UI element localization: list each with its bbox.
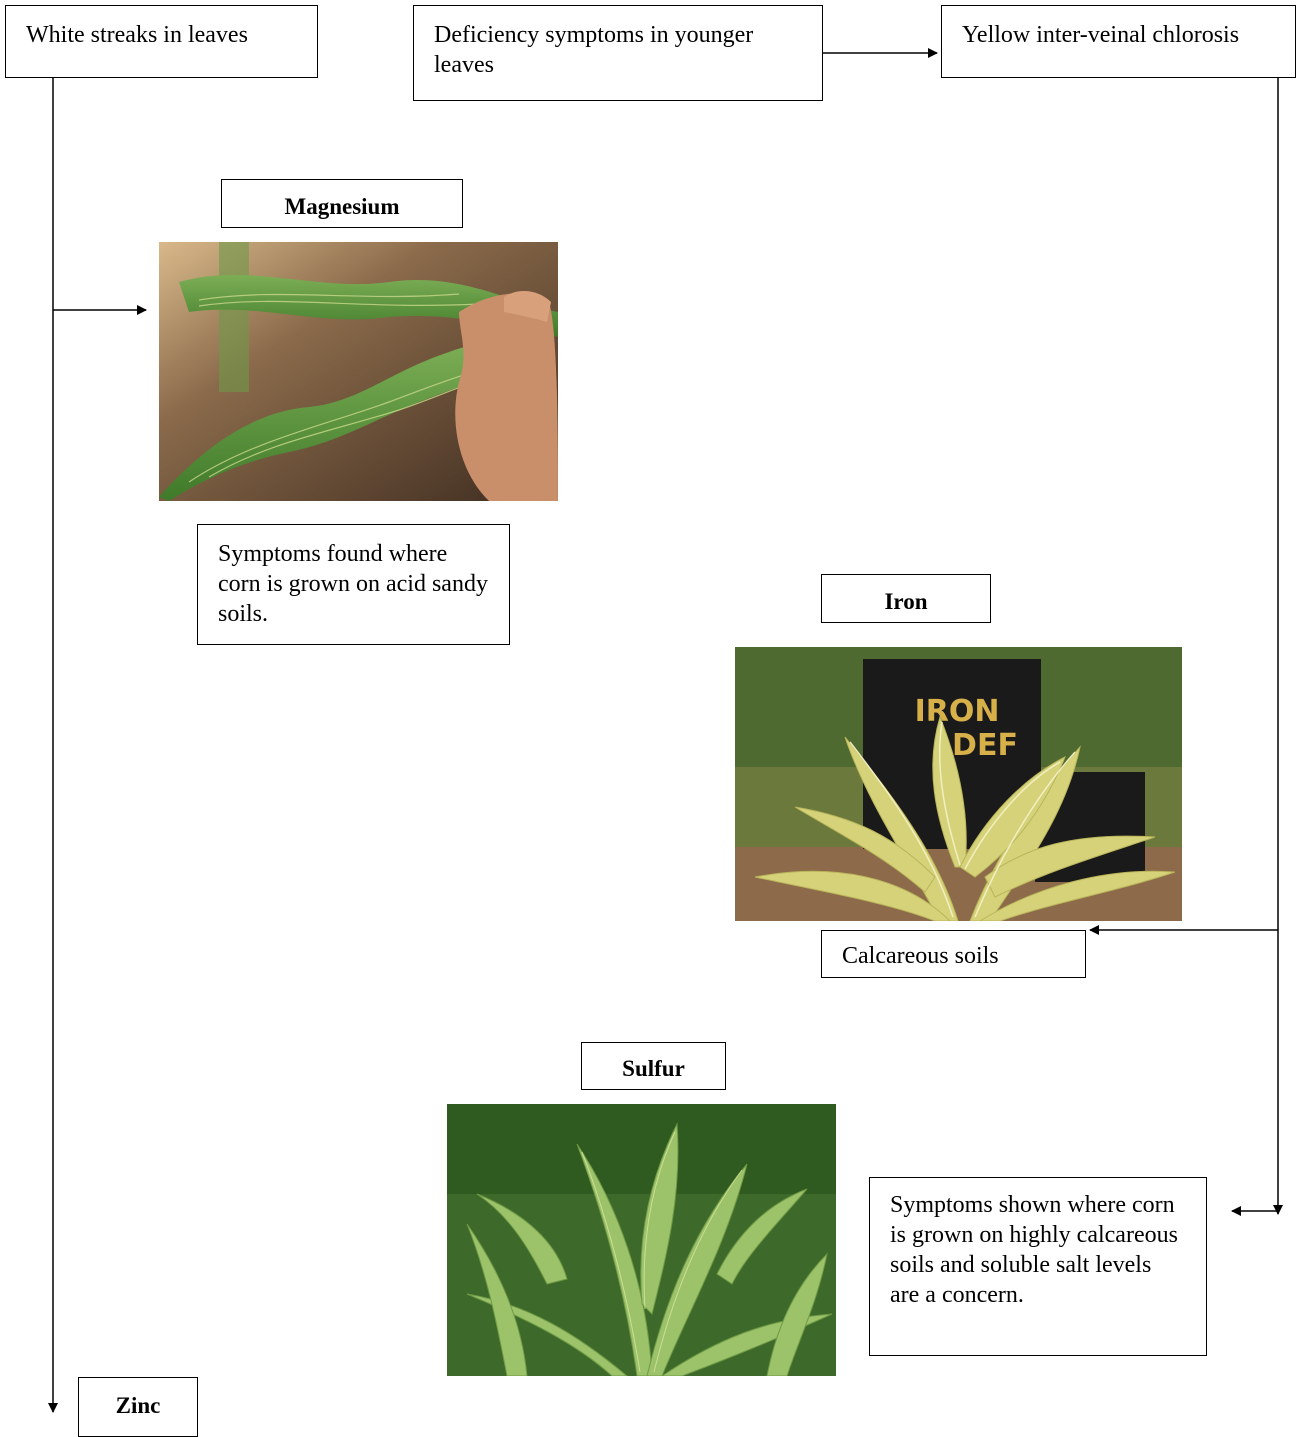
iron-sign-line2: DEF — [952, 728, 1018, 763]
zinc-label: Zinc — [78, 1377, 198, 1437]
white-streaks-box: White streaks in leaves — [5, 5, 318, 78]
iron-sign-line1: IRON — [915, 694, 1000, 729]
zinc-label-text: Zinc — [115, 1393, 161, 1418]
iron-plant-image: IRON DEF — [735, 647, 1182, 921]
sulfur-label-text: Sulfur — [622, 1056, 685, 1081]
calcareous-soils-text: Calcareous soils — [842, 943, 999, 969]
iron-photo: IRON DEF — [735, 647, 1182, 921]
calcareous-soils-box: Calcareous soils — [821, 930, 1086, 978]
magnesium-leaf-image — [159, 242, 558, 501]
magnesium-label-text: Magnesium — [284, 194, 400, 219]
yellow-chlorosis-text: Yellow inter-veinal chlorosis — [962, 22, 1240, 48]
magnesium-note-box: Symptoms found where corn is grown on ac… — [197, 524, 510, 645]
younger-leaves-text: Deficiency symptoms in younger leaves — [434, 22, 754, 78]
sulfur-photo — [447, 1104, 836, 1376]
magnesium-label: Magnesium — [221, 179, 463, 228]
sulfur-label: Sulfur — [581, 1042, 726, 1090]
sulfur-note-text: Symptoms shown where corn is grown on hi… — [890, 1192, 1178, 1308]
sulfur-corn-image — [447, 1104, 836, 1376]
yellow-chlorosis-box: Yellow inter-veinal chlorosis — [941, 5, 1296, 78]
iron-label-text: Iron — [884, 589, 928, 614]
white-streaks-text: White streaks in leaves — [26, 22, 248, 48]
magnesium-note-text: Symptoms found where corn is grown on ac… — [218, 541, 488, 627]
iron-label: Iron — [821, 574, 991, 623]
sulfur-note-box: Symptoms shown where corn is grown on hi… — [869, 1177, 1207, 1356]
magnesium-photo — [159, 242, 558, 501]
younger-leaves-box: Deficiency symptoms in younger leaves — [413, 5, 823, 101]
